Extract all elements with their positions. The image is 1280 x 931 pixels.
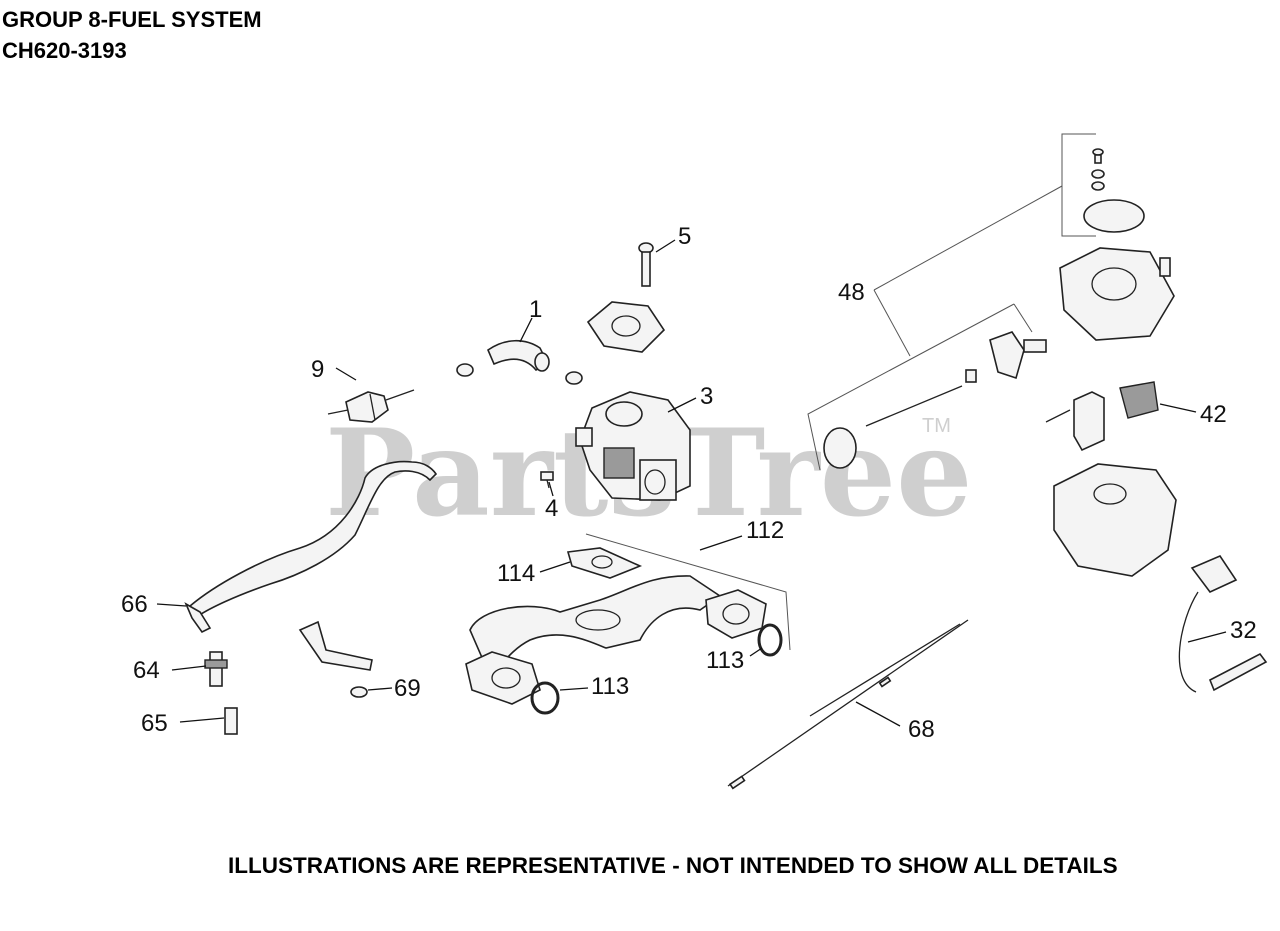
callout-1[interactable]: 1 <box>529 296 542 323</box>
callout-65[interactable]: 65 <box>141 710 168 737</box>
callout-48[interactable]: 48 <box>838 279 865 306</box>
disclaimer-note: ILLUSTRATIONS ARE REPRESENTATIVE - NOT I… <box>228 853 1118 878</box>
callout-68[interactable]: 68 <box>908 716 935 743</box>
watermark-tm: TM <box>922 415 951 437</box>
callout-5[interactable]: 5 <box>678 223 691 250</box>
part-113-o-ring-right[interactable] <box>757 623 783 657</box>
carburetor-gasket[interactable] <box>586 301 666 353</box>
part-42-fuel-solenoid[interactable] <box>1045 381 1159 452</box>
part-69-washer[interactable] <box>350 686 368 698</box>
callout-69[interactable]: 69 <box>394 675 421 702</box>
callout-66[interactable]: 66 <box>121 591 148 618</box>
carburetor-body[interactable] <box>1053 463 1177 577</box>
part-68-wire-harness[interactable] <box>727 619 969 790</box>
callout-113-left[interactable]: 113 <box>591 673 629 700</box>
part-5-screw[interactable] <box>638 242 654 287</box>
callout-32[interactable]: 32 <box>1230 617 1257 644</box>
callout-3[interactable]: 3 <box>700 383 713 410</box>
part-32-sensor[interactable] <box>1178 555 1268 693</box>
callout-113-right[interactable]: 113 <box>706 647 744 674</box>
part-113-o-ring-left[interactable] <box>530 681 560 715</box>
carburetor-kit-parts[interactable] <box>823 148 1175 469</box>
callout-114[interactable]: 114 <box>497 560 535 587</box>
part-1-fuel-hose[interactable] <box>456 339 583 385</box>
part-65-plug[interactable] <box>224 707 238 735</box>
part-9-fuel-filter[interactable] <box>327 389 415 423</box>
part-66-fuel-line[interactable] <box>184 460 438 634</box>
diagram-title: GROUP 8-FUEL SYSTEM <box>2 7 262 32</box>
callout-9[interactable]: 9 <box>311 356 324 383</box>
intake-manifold[interactable] <box>465 575 767 705</box>
part-64-fitting[interactable] <box>204 651 228 687</box>
part-114-gasket[interactable] <box>566 547 643 579</box>
part-3-carburetor[interactable] <box>575 391 691 501</box>
part-bracket[interactable] <box>298 620 373 671</box>
callout-64[interactable]: 64 <box>133 657 160 684</box>
callout-42[interactable]: 42 <box>1200 401 1227 428</box>
callout-4[interactable]: 4 <box>545 495 558 522</box>
callout-112[interactable]: 112 <box>746 517 784 544</box>
part-4-screw[interactable] <box>540 471 554 489</box>
engine-model: CH620-3193 <box>2 38 127 63</box>
